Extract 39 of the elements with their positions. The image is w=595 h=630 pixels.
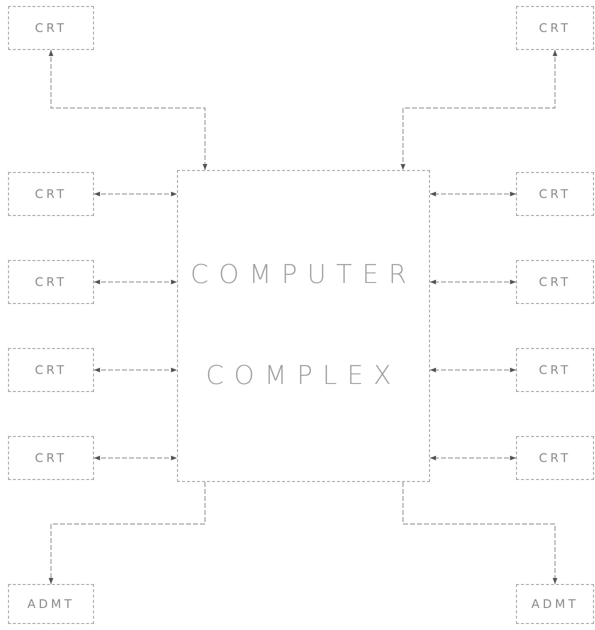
terminal-box [516, 584, 594, 624]
connector-line [400, 50, 558, 170]
node-label: CRT [538, 186, 572, 203]
node-label: CRT [34, 186, 68, 203]
terminal-box [516, 348, 594, 392]
terminal-box [516, 436, 594, 480]
connector-line [430, 280, 516, 284]
terminal-box [8, 6, 94, 50]
terminal-box [8, 260, 94, 304]
node-label: COMPLEX [206, 360, 402, 393]
connector-line [94, 280, 178, 284]
connector-line [94, 456, 178, 460]
node-label: ADMT [27, 596, 75, 613]
terminal-box [516, 172, 594, 216]
terminal-box [8, 172, 94, 216]
connector-line [430, 192, 516, 196]
terminal-box [516, 260, 594, 304]
node-label: CRT [538, 20, 572, 37]
node-label: CRT [538, 274, 572, 291]
connector-line [402, 482, 558, 584]
node-label: CRT [538, 450, 572, 467]
node-label: CRT [538, 362, 572, 379]
connector-line [94, 192, 178, 196]
node-label: CRT [34, 274, 68, 291]
node-label: CRT [34, 450, 68, 467]
terminal-box [516, 6, 594, 50]
computer-box [177, 170, 430, 482]
terminal-box [8, 348, 94, 392]
connector-line [430, 456, 516, 460]
connector-line [94, 368, 178, 372]
connector-line [48, 482, 206, 584]
connector-line [430, 368, 516, 372]
terminal-box [8, 436, 94, 480]
connector-line [48, 50, 208, 170]
node-label: COMPUTER [190, 259, 417, 292]
terminal-box [8, 584, 94, 624]
node-label: CRT [34, 362, 68, 379]
node-label: ADMT [531, 596, 579, 613]
node-label: CRT [34, 20, 68, 37]
